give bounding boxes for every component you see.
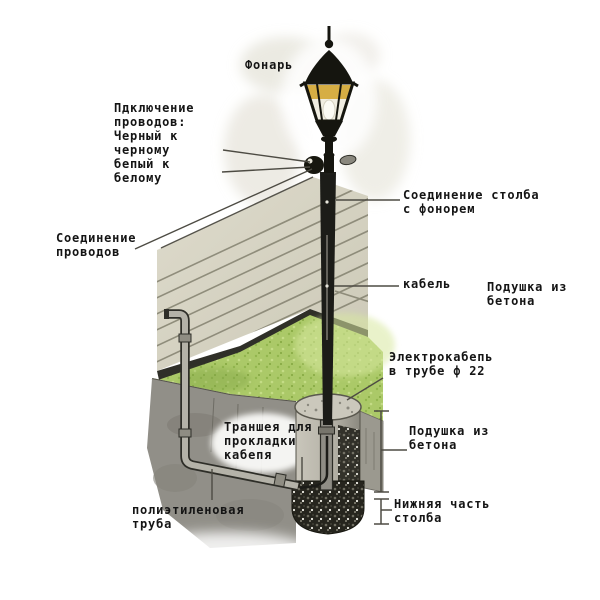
label-wire-joint: Соединение проводов	[56, 231, 137, 259]
dimension-lines	[374, 410, 407, 525]
label-lantern: Фонарь	[245, 58, 294, 72]
wire-lead	[222, 149, 311, 163]
gravel-base	[291, 480, 365, 535]
lantern-icon	[299, 26, 359, 173]
leader-lines	[134, 149, 400, 500]
label-pole-lower-part: Нижняя часть столба	[394, 497, 491, 525]
wire-lead	[134, 168, 313, 250]
lantern-glass-amber	[307, 85, 351, 99]
wire-junction	[304, 154, 357, 174]
wire-lead	[221, 166, 311, 173]
label-concrete-pad-lower: Подушка из бетона	[409, 424, 490, 452]
label-concrete-pad-upper: Подушка из бетона	[487, 280, 568, 308]
label-poly-pipe: полиэтиленовая труба	[132, 503, 245, 531]
trench-label-backdrop	[211, 413, 315, 473]
leader-electric-cable	[346, 377, 384, 401]
pipe-coupling	[273, 472, 287, 488]
lantern-roof	[305, 50, 353, 83]
label-cable-trench: Траншея для прокладки кабепя	[224, 420, 313, 462]
label-cable: кабель	[403, 277, 452, 291]
pipe-end-cap	[164, 309, 169, 319]
label-pole-lantern-joint: Соединение столба с фонорем	[403, 188, 540, 216]
pipe-coupling	[178, 428, 192, 438]
label-wiring-note: Пдключение проводов: Черный к черному бе…	[114, 101, 195, 185]
polyethylene-pipe	[164, 309, 299, 491]
junction-connector	[339, 154, 357, 166]
wall-top-edge	[160, 176, 314, 249]
pipe-coupling	[178, 333, 192, 343]
bulb	[322, 99, 336, 121]
rim-speckles	[304, 396, 354, 414]
lamp-pole	[320, 172, 336, 425]
label-electric-cable: Электрокабепь в трубе ф 22	[389, 350, 494, 378]
